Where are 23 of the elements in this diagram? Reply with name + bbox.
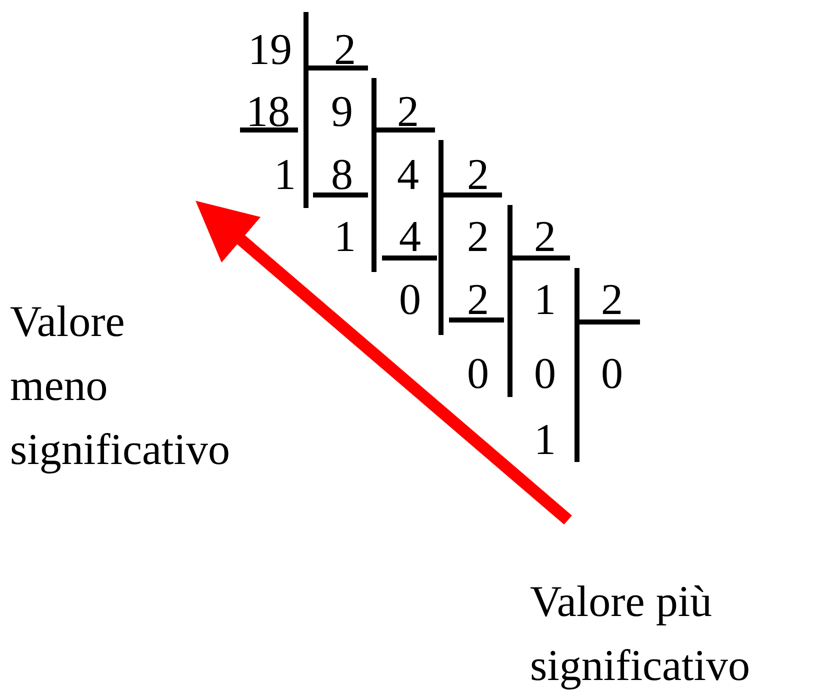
digit: 2 [466,215,490,259]
digit: 2 [333,28,357,72]
digit: 1 [273,153,297,197]
digit: 2 [466,278,490,322]
digit: 4 [396,153,420,197]
digit: 1 [533,278,557,322]
digit: 0 [466,352,490,396]
digit: 4 [398,215,422,259]
digit: 18 [245,90,291,134]
digit: 8 [330,153,354,197]
annotation-text: Valore più significativo [530,576,751,692]
annotation-text: Valore meno significativo [10,296,230,476]
digit: 2 [533,215,557,259]
digit: 2 [396,90,420,134]
digit: 2 [600,278,624,322]
digit: 9 [330,90,354,134]
digit: 2 [466,153,490,197]
digit: 1 [533,418,557,462]
digit: 0 [398,278,422,322]
digit: 19 [247,28,293,72]
digit: 0 [600,352,624,396]
digit: 1 [333,215,357,259]
digit: 0 [533,352,557,396]
